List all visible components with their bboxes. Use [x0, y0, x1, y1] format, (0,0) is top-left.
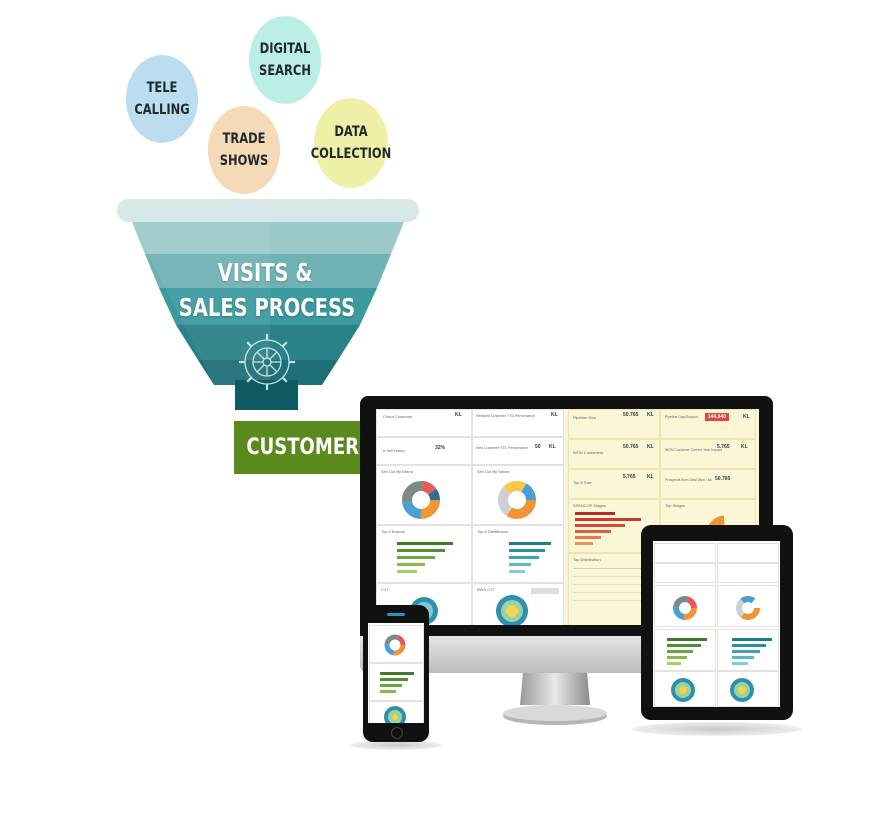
panel-title: BWS CYT [477, 587, 496, 592]
panel-title: SPANCOP Stages [573, 503, 606, 508]
kpi-churn-panel: Churn Customer KL [376, 409, 472, 437]
kpi-unit: KL [455, 412, 462, 418]
kpi-label: Top 5 Size [573, 480, 592, 485]
kpi-value: 144,640 [705, 413, 730, 421]
tablet-shadow [632, 722, 802, 736]
sector-donut [498, 481, 536, 519]
kpi-label: WON Customers [573, 450, 604, 455]
kpi-unit: KL [647, 474, 654, 480]
data-collection-line1: DATA [334, 124, 368, 140]
panel-title: CYT [381, 587, 389, 592]
tablet-dashboard-screen [653, 541, 780, 707]
sales-funnel [117, 199, 419, 410]
kpi-pipeline-size: Pipeline Size 50.765 KL [568, 409, 660, 439]
kpi-label: WON Customer Current Year Impact [665, 448, 722, 452]
kpi-unit: KL [551, 412, 558, 418]
kpi-value: 50 [535, 444, 541, 450]
panel-title: Top Stages [665, 503, 686, 508]
top5-brands-panel: Top 5 Brands [376, 525, 472, 583]
kpi-label: New Customer YTD Performance [476, 446, 529, 450]
digital-search-line1: DIGITAL [259, 41, 311, 57]
kpi-value: 32% [435, 445, 446, 451]
desktop-dashboard-screen: Churn Customer KL Retained Customer YTD … [376, 409, 759, 625]
funnel-title-line2: SALES PROCESS [178, 293, 356, 322]
kpi-new-customer-panel: New Customer YTD Performance 50 KL [472, 437, 564, 465]
tele-calling-bubble: TELE CALLING [125, 55, 199, 143]
phone-dashboard-screen [368, 623, 424, 723]
trade-shows-line2: SHOWS [219, 153, 269, 169]
kpi-sell-rates-panel: # Sell Rates 32% [376, 437, 472, 465]
phone-shadow [350, 740, 442, 750]
trade-shows-bubble: TRADE SHOWS [207, 106, 281, 194]
kpi-unit: KL [647, 444, 654, 450]
tele-calling-line1: TELE [146, 80, 178, 96]
kpi-value: 50.765 [623, 444, 639, 450]
bws-panel: BWS CYT [472, 583, 564, 625]
top5-distributors-panel: Top 5 Distributors [472, 525, 564, 583]
data-collection-line2: COLLECTION [310, 146, 392, 162]
kpi-unit: KL [549, 444, 556, 450]
kpi-label: Churn Customer [383, 414, 413, 419]
kpi-won-impact: WON Customer Current Year Impact 5.765 K… [660, 439, 756, 469]
kpi-top5-size: Top 5 Size 5.765 KL [568, 469, 660, 499]
panel-title: Top 5 Brands [381, 529, 405, 534]
kpi-label: Prospects from Deal Won / All [665, 478, 712, 482]
kpi-won-customers: WON Customers 50.765 KL [568, 439, 660, 469]
kpi-unit: KL [647, 412, 654, 418]
kpi-value: 5.765 [623, 474, 636, 480]
sell-out-sector-panel: Sell Out By Sector [472, 465, 564, 525]
panel-title: Top 5 Distributors [477, 529, 509, 534]
kpi-pipeline-gap: Pipeline Gap/Surplus 144,640 KL [660, 409, 756, 439]
customer-text: CUSTOMER [246, 435, 359, 460]
trade-shows-line1: TRADE [222, 131, 266, 147]
tele-calling-line2: CALLING [134, 102, 190, 118]
kpi-unit: KL [741, 444, 748, 450]
kpi-label: Pipeline Gap/Surplus [665, 415, 698, 419]
customer-label: CUSTOMER › [234, 421, 382, 474]
brand-donut [402, 481, 440, 519]
kpi-label: Pipeline Size [573, 415, 597, 420]
kpi-retained-panel: Retained Customer YTD Performance KL [472, 409, 564, 437]
kpi-label: # Sell Rates [383, 448, 405, 453]
digital-search-line2: SEARCH [259, 63, 311, 79]
funnel-title-line1: VISITS & [217, 258, 313, 287]
gear-icon [239, 334, 295, 390]
phone-speaker [387, 613, 405, 616]
sell-out-brand-panel: Sell Out By Brand [376, 465, 472, 525]
kpi-prospects: Prospects from Deal Won / All 50.765 [660, 469, 756, 499]
panel-title: Sell Out By Brand [381, 469, 413, 474]
kpi-label: Retained Customer YTD Performance [476, 414, 536, 418]
kpi-unit: KL [743, 414, 750, 420]
kpi-value: 50.765 [715, 476, 731, 482]
phone-home-button [391, 727, 403, 739]
digital-search-bubble: DIGITAL SEARCH [248, 16, 322, 104]
panel-title: Sell Out By Sector [477, 469, 510, 474]
kpi-value: 50.765 [623, 412, 639, 418]
panel-title: Top Distribution [573, 557, 601, 562]
kpi-value: 5.765 [717, 444, 730, 450]
data-collection-bubble: DATA COLLECTION [311, 98, 391, 188]
